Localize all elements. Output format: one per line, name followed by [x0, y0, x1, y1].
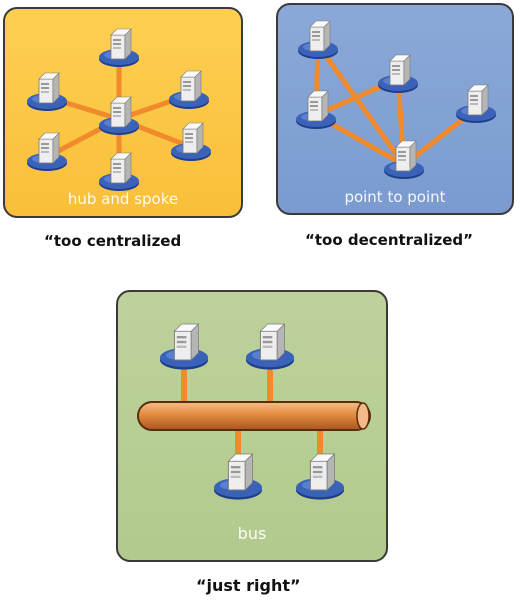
- server-computer-icon: [99, 152, 139, 191]
- server-computer-icon: [456, 84, 496, 123]
- bus-diagram: [137, 323, 371, 500]
- hub-and-spoke-diagram: [27, 28, 211, 191]
- server-computer-icon: [99, 96, 139, 135]
- server-computer-icon: [246, 323, 294, 370]
- hub-and-spoke-panel: hub and spoke: [3, 7, 243, 218]
- server-computer-icon: [160, 323, 208, 370]
- server-computer-icon: [99, 28, 139, 67]
- bus-caption: “just right”: [196, 576, 301, 595]
- server-computer-icon: [384, 140, 424, 179]
- point-to-point-diagram: [296, 20, 496, 179]
- server-computer-icon: [378, 54, 418, 93]
- panel-title: bus: [237, 524, 267, 543]
- bus-panel: bus: [116, 290, 388, 562]
- server-computer-icon: [296, 90, 336, 129]
- server-computer-icon: [27, 132, 67, 171]
- panel-title: point to point: [344, 188, 446, 206]
- hub-and-spoke-caption: “too centralized: [44, 232, 182, 250]
- server-computer-icon: [214, 453, 262, 500]
- server-computer-icon: [169, 70, 209, 109]
- point-to-point-caption: “too decentralized”: [305, 231, 473, 249]
- server-computer-icon: [296, 453, 344, 500]
- server-computer-icon: [171, 122, 211, 161]
- bus-pipe: [137, 401, 371, 431]
- server-computer-icon: [27, 72, 67, 111]
- point-to-point-panel: point to point: [276, 3, 514, 215]
- panel-title: hub and spoke: [67, 190, 179, 208]
- server-computer-icon: [298, 20, 338, 59]
